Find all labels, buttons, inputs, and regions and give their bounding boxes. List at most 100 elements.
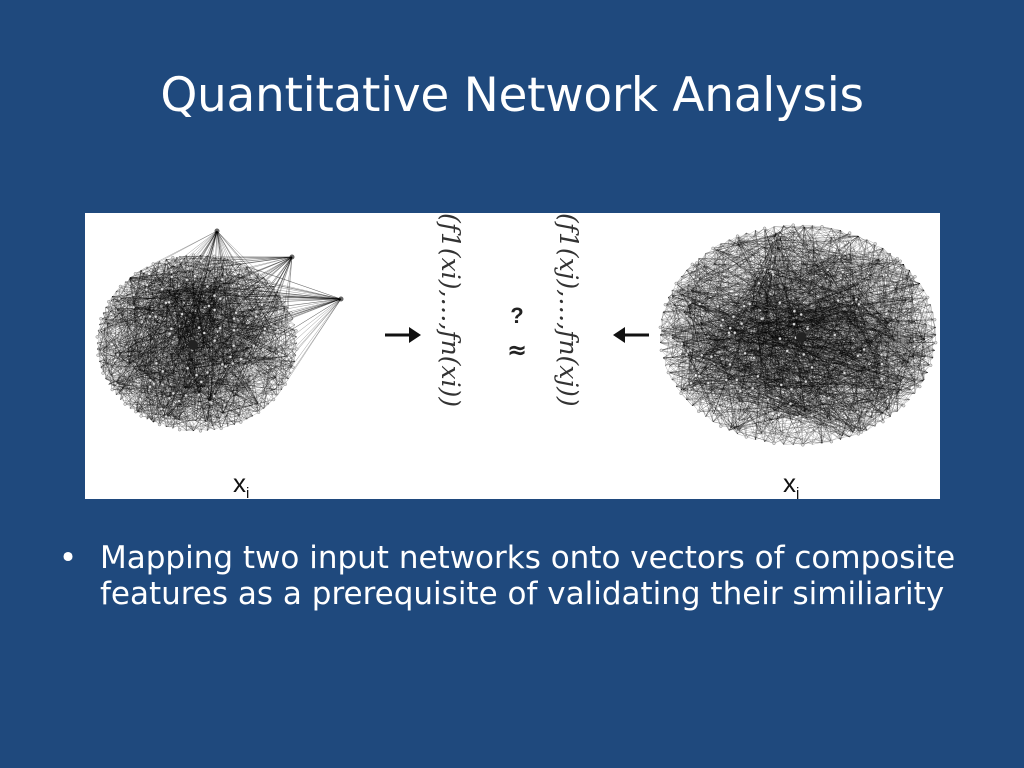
network-node [118,284,122,288]
network-node [263,327,267,331]
network-node [669,325,673,329]
network-node [721,318,725,322]
network-node [254,314,258,319]
network-node [780,434,784,438]
network-node [679,391,683,395]
network-node [185,278,189,282]
network-node [740,322,744,326]
network-node [223,265,227,269]
network-node [291,365,295,369]
network-node [724,378,728,382]
network-node [918,385,922,389]
network-node [735,378,739,382]
network-node [663,303,667,307]
network-node [213,339,217,343]
network-node [689,381,693,385]
network-node [169,270,174,274]
network-node [913,275,917,279]
network-node [804,380,808,384]
network-node [901,378,905,382]
network-node [168,424,172,428]
arrow-left-icon [613,327,649,343]
network-node [712,393,716,397]
network-node [157,423,162,427]
network-node [252,344,256,348]
network-node [902,404,906,408]
network-node [232,259,237,263]
network-node [96,353,100,357]
network-node [827,396,831,400]
network-node [854,297,858,302]
network-node [914,380,919,384]
network-node [842,371,847,375]
network-node [751,386,755,390]
network-graphs [95,223,938,447]
network-label-j: xj [783,469,799,499]
network-node [283,382,287,386]
network-node [99,317,103,321]
network-node [894,368,898,372]
network-node [697,409,701,413]
feature-vector-i: (f1(xi),…,fn(xi)) [436,213,465,408]
network-node [798,414,802,418]
network-node [898,259,902,263]
network-node [859,430,863,434]
network-node [128,282,132,286]
network-node [870,407,874,411]
network-node [738,389,742,393]
network-node [870,388,874,392]
network-node [115,383,120,387]
network-node [107,300,111,304]
network-node [164,301,168,305]
bullet-item: • Mapping two input networks onto vector… [58,540,978,612]
hub-edges [97,230,342,431]
network-node [801,443,805,447]
network-node [836,299,840,303]
network-node [748,302,752,306]
network-node [778,233,782,237]
bullet-text: Mapping two input networks onto vectors … [100,540,956,612]
network-node [171,256,175,260]
network-node [161,369,165,373]
network-node [680,342,684,346]
network-graph-left [95,228,344,433]
network-node [778,337,782,341]
network-node [934,341,938,345]
network-node [792,322,796,326]
network-node [212,394,216,398]
network-node [881,420,885,424]
network-node [731,315,736,319]
network-node [177,399,181,403]
network-node [199,380,203,384]
network-node [862,347,866,352]
network-node [123,402,127,406]
network-node [262,331,266,335]
network-node [891,394,895,399]
network-node [744,435,748,439]
arrow-right-icon [385,327,421,343]
network-figure: (f1(xi),…,fn(xi)) (f1(xj),…,fn(xj)) ? ≈ … [85,213,940,499]
network-node [885,254,889,258]
network-node [139,414,143,418]
network-node [706,381,710,385]
network-node [687,387,692,391]
network-node [778,301,782,305]
network-node [700,353,704,357]
network-node [854,428,858,432]
network-node [224,364,228,369]
network-node [209,401,213,405]
network-edges [659,224,937,446]
network-node [191,253,196,257]
network-node [690,262,694,266]
network-node [798,260,802,264]
network-node [232,328,236,332]
network-node [171,391,175,395]
network-node [813,238,817,242]
network-node [766,397,770,402]
network-node [178,428,182,432]
network-node [802,352,806,357]
network-node [688,300,692,305]
network-node [728,362,732,367]
network-node [154,315,158,319]
